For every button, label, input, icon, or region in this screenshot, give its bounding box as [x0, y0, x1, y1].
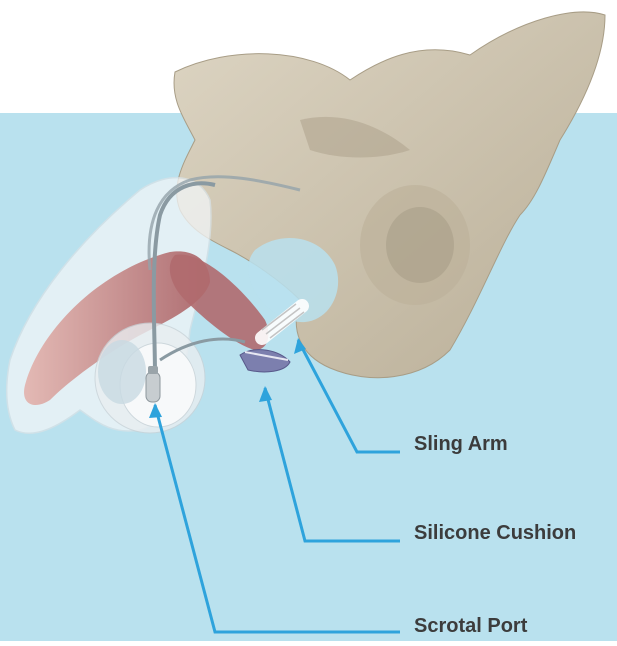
- scrotal-port-device: [146, 366, 160, 402]
- sling-arm-label: Sling Arm: [414, 433, 508, 456]
- scrotal-port-label: Scrotal Port: [414, 615, 527, 638]
- silicone-cushion-label: Silicone Cushion: [414, 522, 576, 545]
